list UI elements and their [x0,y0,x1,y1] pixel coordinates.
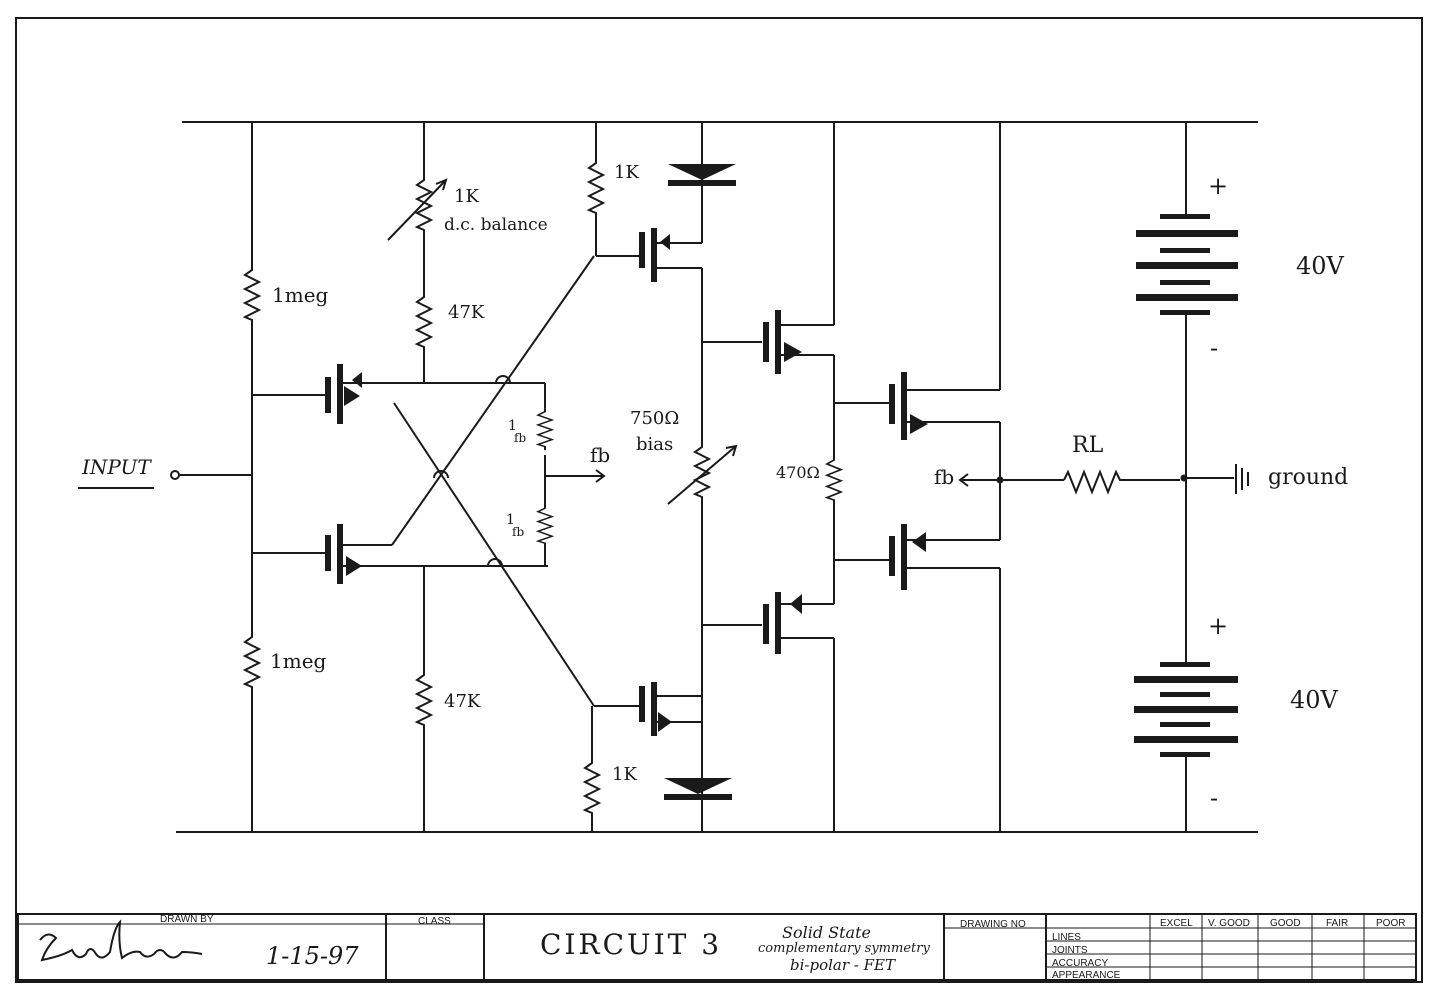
resistor-feedback-bottom [537,503,553,548]
predriver-fet-bottom [763,592,834,654]
battery-top [1136,214,1238,315]
label-feedback-bottom-fb: fb [512,525,524,539]
resistor-47k-top [416,291,432,353]
drawing-subtitle-1: Solid State [782,923,871,942]
drawn-date: 1-15-97 [266,942,359,970]
grade-excel: EXCEL [1160,918,1193,929]
label-feedback-top-num: 1 [508,418,517,434]
input-fet-top [325,364,545,424]
grade-headers: EXCEL V. GOOD GOOD FAIR POOR [1160,918,1405,929]
drawing-no-header: DRAWING NO [960,919,1026,930]
output-fet-bottom [889,524,1000,590]
schematic: INPUT 1meg 1meg [78,121,1348,833]
label-1k-bottom: 1K [612,764,637,785]
drawing-subtitle-2: complementary symmetry [758,941,930,956]
label-1meg-bottom: 1meg [270,649,327,673]
criteria-list: LINES JOINTS ACCURACY APPEARANCE [1052,932,1121,981]
label-1k-dc: 1K [454,186,479,207]
battery-top-plus: + [1208,172,1228,200]
resistor-1k-bottom [584,757,600,819]
label-feedback-top-fb: fb [514,431,526,445]
grade-poor: POOR [1376,918,1405,929]
battery-bottom-minus: - [1210,784,1218,812]
diode-bottom [664,778,732,800]
label-fb-output: fb [934,465,954,489]
criterion-accuracy: ACCURACY [1052,958,1108,969]
grade-fair: FAIR [1326,918,1348,929]
label-rl: RL [1072,433,1104,458]
title-block: DRAWN BY CLASS DRAWING NO EXCEL V. GOOD … [17,913,1417,981]
grade-vgood: V. GOOD [1208,918,1250,929]
driver-fet-top [639,228,702,282]
input-terminal [170,470,180,480]
resistor-1k-top [588,157,604,219]
class-header: CLASS [418,916,451,927]
ground-symbol [1235,464,1249,494]
resistor-1meg-bottom [244,631,260,693]
criterion-appearance: APPEARANCE [1052,970,1121,981]
battery-top-minus: - [1210,334,1218,362]
resistor-470 [826,455,842,505]
input-fet-bottom [325,524,548,584]
input-label: INPUT [81,455,152,479]
label-470: 470Ω [776,463,820,482]
battery-top-value: 40V [1296,252,1345,280]
resistor-1meg-top [244,264,260,326]
resistor-feedback-top [537,407,553,452]
predriver-fet-top [763,310,834,374]
resistor-47k-bottom [416,669,432,731]
drawing-subtitle-3: bi-polar - FET [790,956,896,974]
label-ground: ground [1268,465,1348,490]
drawing-title: CIRCUIT 3 [540,928,722,961]
driver-fet-bottom [639,682,702,736]
battery-bottom [1134,662,1238,757]
label-bias: bias [636,434,673,455]
label-feedback-bottom-num: 1 [506,512,515,528]
label-47k-bottom: 47K [444,691,481,712]
criterion-lines: LINES [1052,932,1081,943]
signature [39,919,203,962]
sheet-border [15,17,1423,983]
battery-bottom-value: 40V [1290,686,1339,714]
label-dc-balance: d.c. balance [444,215,548,235]
label-1meg-top: 1meg [272,283,329,307]
drawn-by-header: DRAWN BY [160,914,214,925]
resistor-rl [1063,469,1180,495]
label-fb-mid: fb [590,443,610,467]
battery-bottom-plus: + [1208,612,1228,640]
label-750: 750Ω [630,408,679,429]
output-fet-top [889,372,1000,440]
label-1k-top: 1K [614,162,639,183]
diode-top [668,164,736,186]
label-47k-top: 47K [448,302,485,323]
criterion-joints: JOINTS [1052,945,1088,956]
grade-good: GOOD [1270,918,1301,929]
pot-1k-dc-balance [416,174,432,236]
